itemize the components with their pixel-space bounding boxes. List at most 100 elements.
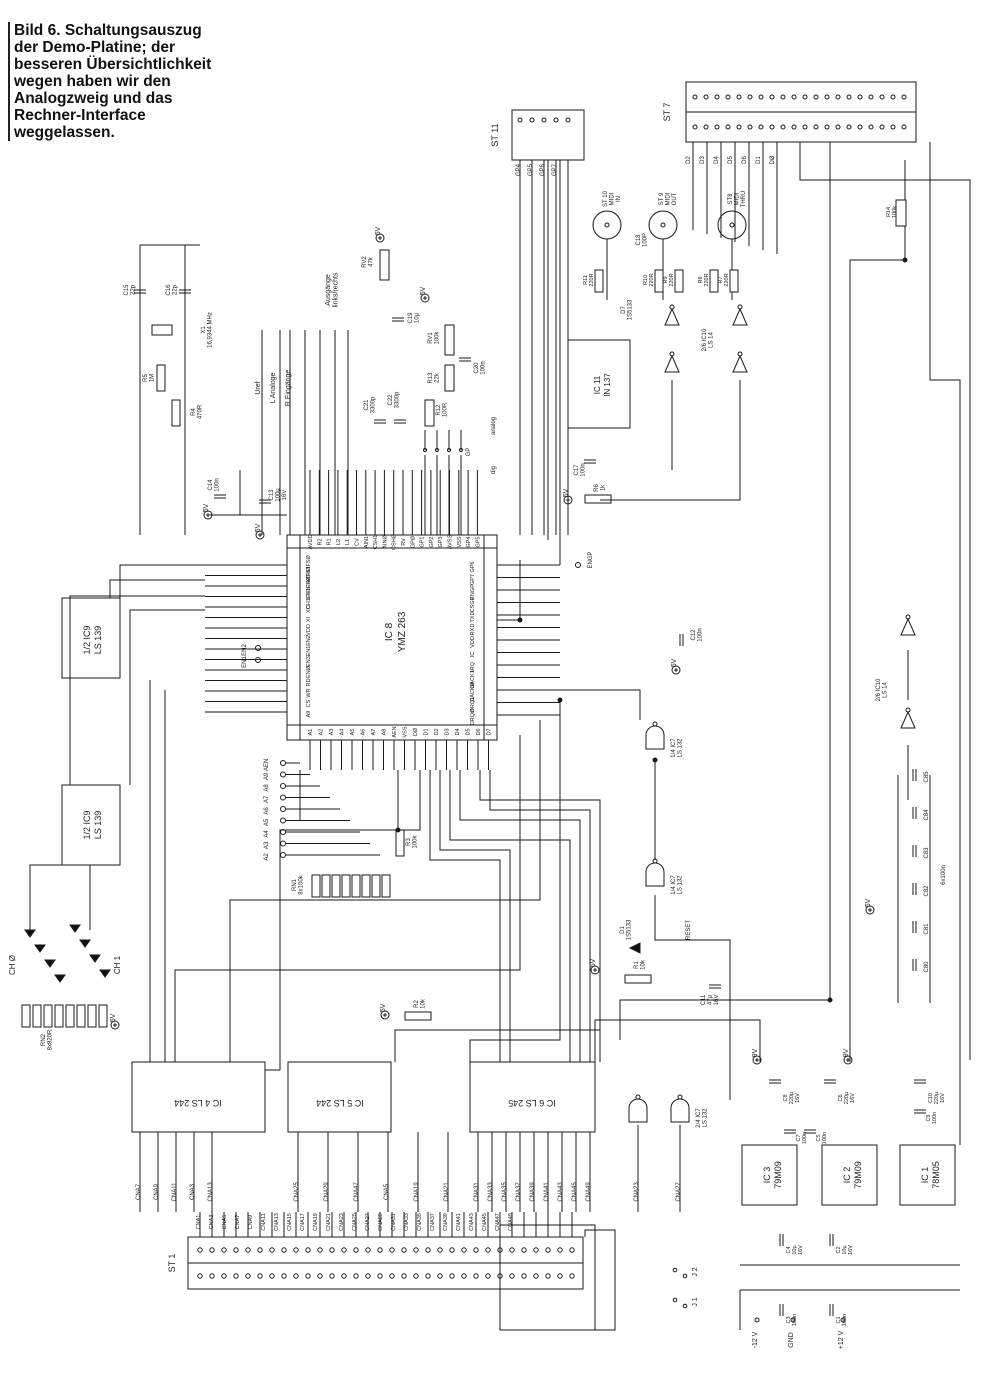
cap-label-line: 100n <box>698 628 704 641</box>
cap-label-line: C19 <box>408 312 414 324</box>
cap-label-line: 10µ <box>842 1245 848 1255</box>
nand-bubble <box>635 1094 641 1100</box>
supply-label: 5V <box>380 1003 387 1012</box>
reset-label: RESET <box>686 920 692 940</box>
st7-pin <box>725 94 731 100</box>
ic9-label-line: LS 139 <box>93 811 103 840</box>
resistor-label-line: RN2 <box>41 1033 47 1046</box>
ic11-label-line: IC 11 <box>593 375 602 394</box>
ic8-pin-label: D3 <box>445 728 451 735</box>
st7-pin <box>736 124 742 130</box>
ic8-pin-label: RV <box>401 538 407 546</box>
resistor-label-line: 220R <box>724 273 730 286</box>
wire <box>265 770 421 1071</box>
resistor-network-rn2 <box>65 1004 75 1028</box>
st7-pin <box>758 124 764 130</box>
st1-pin <box>305 1247 311 1253</box>
cap-label-line: 100n <box>932 1112 938 1124</box>
ic8-pin-label: DACK1 <box>470 670 476 688</box>
st11-signal-label: GP6 <box>540 163 546 176</box>
wire <box>459 770 581 1062</box>
ic8-pin-label: IC <box>470 652 476 658</box>
ic8-pin-label: CH1FS1 <box>306 588 312 609</box>
caption-line: weggelassen. <box>14 124 115 141</box>
st1-label: ST 1 <box>167 1254 177 1273</box>
ic8-label-line: IC 8 <box>384 622 395 641</box>
address-terminal <box>280 760 286 766</box>
jumper-pin <box>682 1303 688 1309</box>
st1-pin <box>245 1247 251 1253</box>
supply-terminal <box>380 1010 390 1020</box>
led-diode <box>89 954 101 963</box>
st7-pin <box>747 124 753 130</box>
st1-pin <box>317 1247 323 1253</box>
caption-line: besseren Übersichtlichkeit <box>14 56 212 73</box>
cap-label-line: C5 <box>816 1134 822 1141</box>
address-terminal <box>280 771 286 778</box>
ic7-label-line: 2/4 IC7 <box>696 1108 702 1128</box>
ic4-label-line: IC 4 LS 244 <box>174 1098 222 1108</box>
bus-label: CNA11 <box>172 1182 178 1202</box>
resistor-label-line: R11 <box>583 275 589 285</box>
supply-label: 5V <box>590 958 597 967</box>
ic8-pin-label: A2 <box>319 729 325 736</box>
switch-pole <box>423 448 427 452</box>
signal-label: L Analoge <box>270 372 277 403</box>
st1-signal-label: CNA23 <box>339 1213 345 1231</box>
wire <box>929 142 961 1145</box>
nand-bubble <box>677 1094 683 1100</box>
resistor-label-line: 100k <box>413 834 419 848</box>
address-label: AEN <box>264 759 270 771</box>
st1-pin <box>569 1273 575 1279</box>
cap-label-line: C9 <box>926 1114 932 1121</box>
diode-label-line: D1 <box>620 926 626 934</box>
resistor-r2 <box>404 1011 432 1021</box>
st7-pin <box>835 94 841 100</box>
wire <box>129 609 205 785</box>
midi-din-socket-st10 <box>592 210 622 240</box>
st1-bracket <box>499 1224 596 1331</box>
st7-pin <box>769 124 775 130</box>
resistor-label-line: R8 <box>698 276 704 283</box>
terminal-label: EN2 <box>242 644 248 656</box>
ic8-pin-label: A7 <box>371 729 377 736</box>
st1-pin <box>521 1247 527 1253</box>
st7-pin <box>890 94 896 100</box>
st1-pin <box>221 1247 227 1253</box>
led-diode <box>54 974 66 983</box>
pot-label-line: 47k <box>369 256 375 267</box>
resistor-network-rn1 <box>341 874 351 898</box>
st1-pin <box>245 1273 251 1279</box>
st1-signal-label: CNA25 <box>352 1213 358 1231</box>
st1-signal-label: CNA9 <box>248 1215 254 1230</box>
ic8-pin-label: TXD <box>470 611 476 622</box>
en1-terminal <box>255 657 261 663</box>
st11-signal-label: GP7 <box>552 163 558 176</box>
ic8-pin-label: VDD <box>470 636 476 648</box>
st1-signal-label: CNA27 <box>365 1213 371 1231</box>
switch-label: dig <box>491 466 497 474</box>
ic3-label-line: IC 3 <box>762 1167 772 1184</box>
ic8-pin-label: R2 <box>317 538 323 545</box>
ic3-label-line: 79M09 <box>773 1161 783 1189</box>
st7-pin <box>703 124 709 130</box>
signal-label-line: Ausgänge <box>325 274 332 306</box>
resistor-network-rn2 <box>87 1004 97 1028</box>
cap-label-line: 100n <box>215 478 221 491</box>
inverter-bubble <box>905 614 911 620</box>
st1-pin <box>233 1273 239 1279</box>
cap-label-line: 16V <box>798 1245 804 1255</box>
